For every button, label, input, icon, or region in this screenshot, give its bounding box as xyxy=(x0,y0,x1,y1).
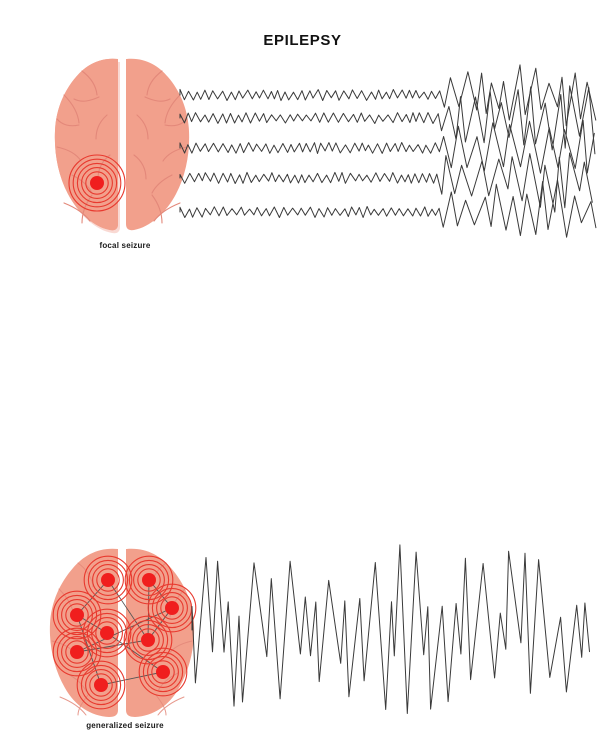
focus-core xyxy=(142,573,156,587)
eeg-chart-focal xyxy=(179,64,597,238)
focus-ring xyxy=(68,154,126,212)
brain-sulci-right xyxy=(133,70,188,224)
focus-core xyxy=(141,633,155,647)
focus-core xyxy=(156,665,170,679)
panel-focal-seizure: focal seizure xyxy=(0,0,605,260)
eeg-channel-2 xyxy=(179,85,596,155)
focus-core xyxy=(101,573,115,587)
focus-core xyxy=(70,608,84,622)
eeg-chart-generalized xyxy=(191,544,590,714)
focus-core xyxy=(165,601,179,615)
focus-ring xyxy=(85,171,109,195)
panel-generalized-seizure: generalized seizure xyxy=(0,260,605,730)
caption-focal-seizure: focal seizure xyxy=(99,241,151,250)
focus-core xyxy=(100,626,114,640)
focus-ring xyxy=(76,162,118,204)
focus-ring xyxy=(72,158,122,208)
focus-core xyxy=(70,645,84,659)
brain-diagram-focal xyxy=(54,58,190,234)
eeg-channel-3 xyxy=(179,119,595,174)
focus-ring xyxy=(81,167,113,199)
brain-right-hemisphere xyxy=(126,58,190,231)
caption-generalized-seizure: generalized seizure xyxy=(86,721,164,730)
eeg-channel-1 xyxy=(179,64,597,127)
eeg-channel-5 xyxy=(179,179,597,238)
eeg-channel-4 xyxy=(179,152,593,213)
brain-diagram-generalized xyxy=(49,548,197,717)
eeg-channel-1 xyxy=(191,544,590,714)
focus-core xyxy=(94,678,108,692)
seizure-focus-0 xyxy=(68,154,126,212)
seizure-focus-group-focal xyxy=(68,154,126,212)
page-title: EPILEPSY xyxy=(263,32,342,49)
focus-core xyxy=(90,176,104,190)
